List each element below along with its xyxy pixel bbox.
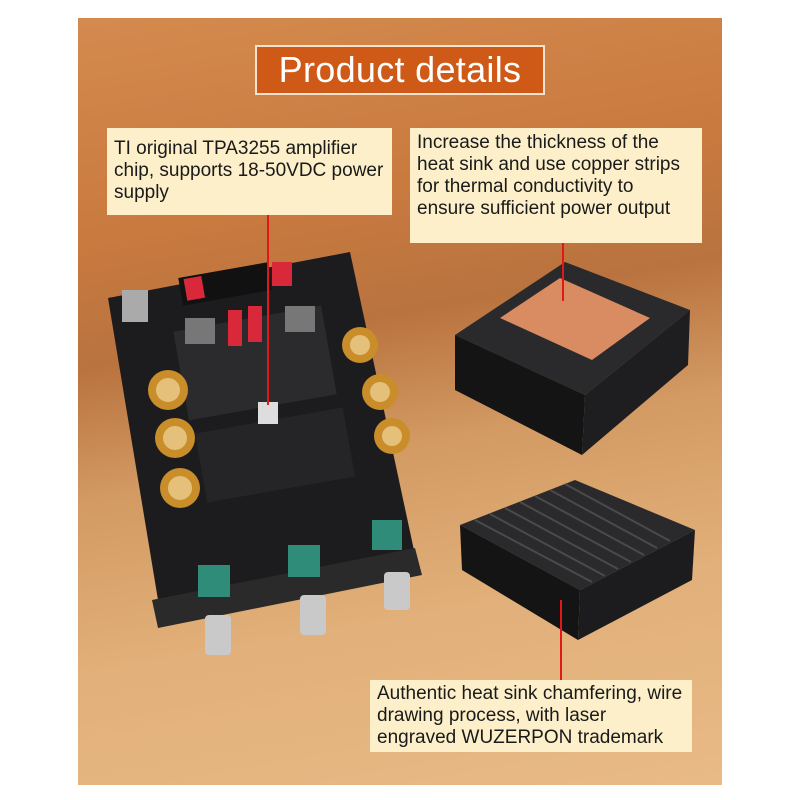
chip-leader-line [267, 215, 269, 405]
heat-sink-fins [460, 480, 695, 640]
heat-sink-copper [455, 262, 690, 455]
chip-callout: TI original TPA3255 amplifier chip, supp… [107, 128, 392, 215]
amplifier-board [108, 252, 422, 655]
heat-sink-leader-line [562, 243, 564, 301]
chamfer-callout: Authentic heat sink chamfering, wire dra… [370, 680, 692, 752]
page-title: Product details [255, 45, 545, 95]
heat-sink-callout: Increase the thickness of the heat sink … [410, 128, 702, 243]
chamfer-leader-line [560, 600, 562, 680]
